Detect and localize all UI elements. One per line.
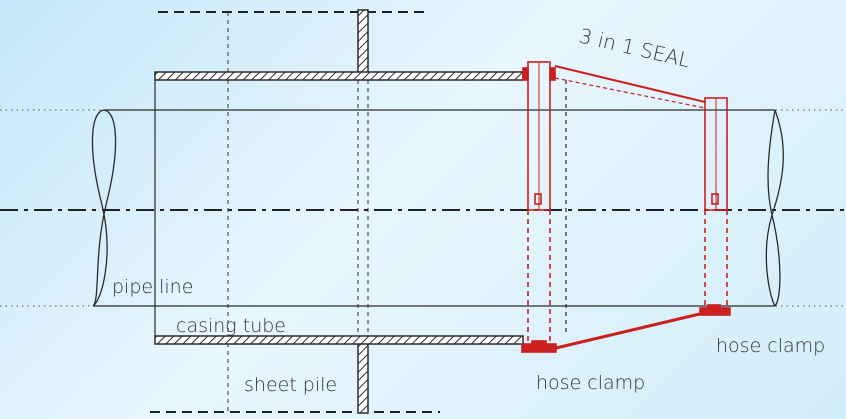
pipe-line-label: pipe line: [112, 276, 193, 298]
sheet-pile-boundaries: [150, 11, 440, 413]
hose-clamp-left-label: hose clamp: [536, 372, 645, 394]
casing-tube-label: casing tube: [176, 315, 286, 337]
three-in-one-seal: [521, 61, 731, 353]
sheet-pile-label: sheet pile: [244, 374, 337, 396]
pipe-line: [91, 109, 784, 307]
hose-clamp-right-label: hose clamp: [716, 335, 825, 357]
sheet-pile: [357, 9, 369, 414]
seal-label: 3 in 1 SEAL: [577, 23, 692, 72]
casing-tube: [154, 71, 567, 345]
